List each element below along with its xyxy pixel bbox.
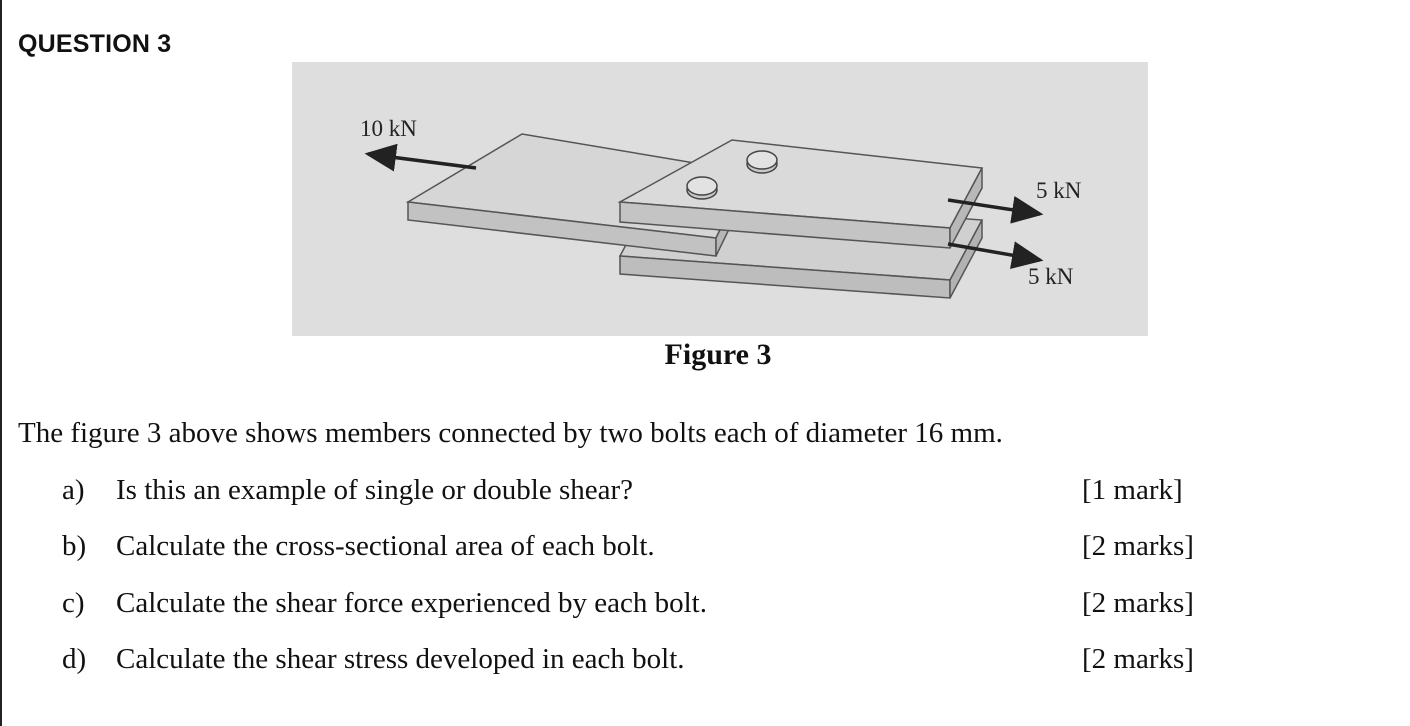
part-letter: a) [62,474,85,506]
question-heading: QUESTION 3 [18,30,172,58]
arrow-10kn [364,143,477,172]
arrow-5kn-bottom [947,241,1044,269]
label-5kn-bottom: 5 kN [1028,264,1074,289]
top-plate [617,139,984,249]
part-text: Is this an example of single or double s… [116,474,634,506]
part-text: Calculate the cross-sectional area of ea… [116,530,655,562]
bolted-plates-diagram: 10 kN 5 kN 5 kN [360,116,1082,299]
label-5kn-top: 5 kN [1036,178,1082,203]
question-part-c: c) Calculate the shear force experienced… [62,587,1222,627]
question-part-d: d) Calculate the shear stress developed … [62,643,1222,683]
label-10kn: 10 kN [360,116,417,141]
part-text: Calculate the shear force experienced by… [116,587,707,619]
part-marks: [1 mark] [1082,474,1183,506]
figure-caption: Figure 3 [664,338,772,371]
question-part-b: b) Calculate the cross-sectional area of… [62,530,1222,570]
part-letter: c) [62,587,85,619]
question-part-a: a) Is this an example of single or doubl… [62,474,1222,514]
part-letter: d) [62,643,87,675]
part-marks: [2 marks] [1082,587,1194,619]
bolt-head-2 [746,150,778,174]
question-intro: The figure 3 above shows members connect… [18,417,1003,449]
figure-3-image: 10 kN 5 kN 5 kN [292,62,1148,336]
arrow-5kn-top [947,195,1044,224]
left-border-rule [0,0,2,726]
part-marks: [2 marks] [1082,530,1194,562]
bolt-head-1 [686,176,718,200]
part-marks: [2 marks] [1082,643,1194,675]
part-text: Calculate the shear stress developed in … [116,643,685,675]
part-letter: b) [62,530,87,562]
